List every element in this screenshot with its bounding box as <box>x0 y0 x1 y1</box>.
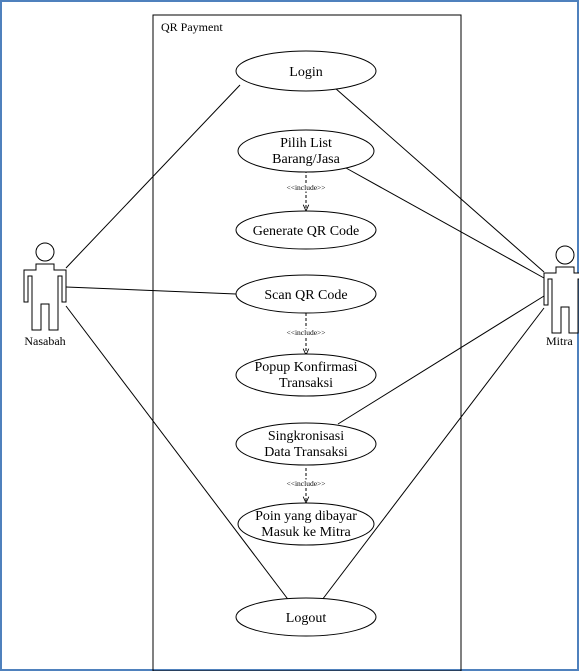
use-case-label: Generate QR Code <box>253 224 360 239</box>
assoc-mitra-pilih <box>345 167 545 279</box>
assoc-mitra-logout <box>321 307 545 601</box>
use-case-scan-qr: Scan QR Code <box>235 274 377 314</box>
use-case-singkronisasi: Singkronisasi Data Transaksi <box>235 422 377 466</box>
actor-label: Nasabah <box>24 334 65 348</box>
use-case-logout: Logout <box>235 597 377 637</box>
assoc-nasabah-scan <box>65 286 237 295</box>
system-boundary <box>152 14 462 671</box>
use-case-label: Barang/Jasa <box>272 152 340 167</box>
actor-body-icon <box>543 266 579 334</box>
assoc-nasabah-login <box>65 84 241 269</box>
include-relations: <<include>> <<include>> <<include>> <box>285 170 327 503</box>
use-case-poin-masuk: Poin yang dibayar Masuk ke Mitra <box>237 502 375 546</box>
actor-mitra: Mitra <box>543 245 579 348</box>
use-case-label: Logout <box>286 611 327 626</box>
system-title: QR Payment <box>161 20 223 34</box>
use-case-label: Transaksi <box>279 376 333 391</box>
include-label-generate: <<include>> <box>287 183 326 192</box>
assoc-mitra-login <box>334 87 545 273</box>
assoc-mitra-sync <box>337 295 545 425</box>
assoc-nasabah-logout <box>65 305 291 603</box>
use-case-popup-konfirmasi: Popup Konfirmasi Transaksi <box>235 353 377 397</box>
use-case-generate-qr: Generate QR Code <box>235 210 377 250</box>
associations <box>65 84 545 603</box>
use-case-label: Popup Konfirmasi <box>254 360 357 375</box>
include-label-popup: <<include>> <box>287 328 326 337</box>
actor-head-icon <box>35 242 55 262</box>
actor-head-icon <box>555 245 575 265</box>
use-case-pilih-list: Pilih List Barang/Jasa <box>237 129 375 173</box>
use-case-label: Login <box>289 65 322 80</box>
actor-body-icon <box>23 263 67 331</box>
use-case-label: Scan QR Code <box>264 288 347 303</box>
use-case-label: Poin yang dibayar <box>255 509 357 524</box>
include-label-poin: <<include>> <box>287 479 326 488</box>
actor-nasabah: Nasabah <box>23 242 67 348</box>
use-case-label: Masuk ke Mitra <box>261 525 351 540</box>
use-case-label: Pilih List <box>280 136 332 151</box>
actor-label: Mitra <box>546 334 573 348</box>
use-case-label: Data Transaksi <box>264 445 348 460</box>
use-case-label: Singkronisasi <box>268 429 344 444</box>
use-case-login: Login <box>235 50 377 92</box>
